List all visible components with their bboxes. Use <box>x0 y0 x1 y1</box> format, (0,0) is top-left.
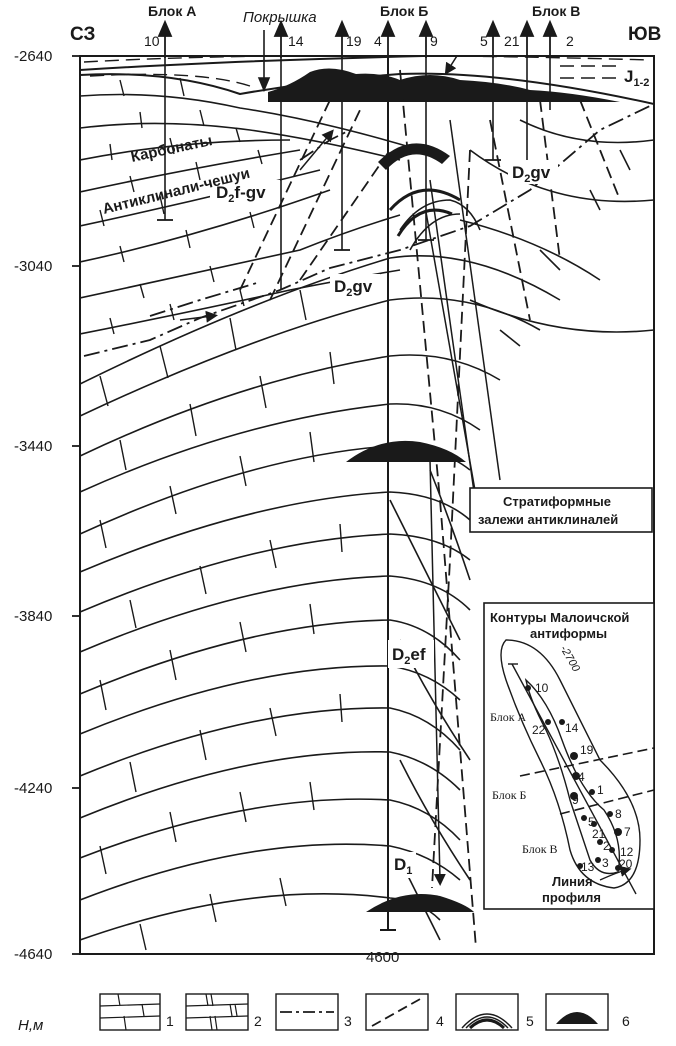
inset-well-num: 14 <box>565 721 579 735</box>
inset-well-num: 20 <box>619 857 633 871</box>
cover-dashes <box>83 56 651 63</box>
inset-block-a: Блок А <box>490 710 527 724</box>
stratiform-line1: Стратиформные <box>503 494 611 509</box>
well-num: 2 <box>566 33 574 49</box>
brick-joints <box>99 77 343 951</box>
anticline-arc-1 <box>378 143 450 170</box>
inset-profile-line2: профиля <box>542 890 601 905</box>
inset-title-line2: антиформы <box>530 626 607 641</box>
inset-well-num: 22 <box>532 723 546 737</box>
legend-label: 6 <box>622 1013 630 1029</box>
inset-profile-line1: Линия <box>552 874 593 889</box>
fault-dashdot-1 <box>83 103 654 357</box>
depth-tick-label: -3840 <box>14 608 52 625</box>
unit-j: J1-2 <box>624 67 649 89</box>
unit-d2ef: D2ef <box>392 645 426 667</box>
deposit-upper <box>268 68 620 102</box>
stratiform-pointers <box>425 119 501 507</box>
inset-title-line1: Контуры Малоичской <box>490 610 629 625</box>
block-v-label: Блок В <box>532 3 580 19</box>
depth-tick-label: -4240 <box>14 780 52 797</box>
inset-block-boundary-1 <box>519 747 655 777</box>
inset-well-labels: 10 22 14 19 4 9 1 5 21 8 7 2 12 3 13 20 <box>532 681 634 874</box>
unit-d2gv-center: D2gv <box>334 277 373 299</box>
inset-well-num: 5 <box>588 815 595 829</box>
cover-top-line <box>80 56 468 71</box>
legend-item-3: 3 <box>275 993 352 1031</box>
lower-block-strata <box>80 255 561 941</box>
carbonates-label: Карбонаты <box>129 132 214 166</box>
well-num: 5 <box>480 33 488 49</box>
inset-map: Контуры Малоичской антиформы -2700 <box>483 602 655 910</box>
inset-well-num: 19 <box>580 743 594 757</box>
cover-arrow <box>257 30 271 93</box>
inset-block-v: Блок В <box>522 842 558 856</box>
depth-unit-label: Н,м <box>18 1017 43 1034</box>
inset-block-b: Блок Б <box>492 788 527 802</box>
inset-well-num: 9 <box>572 793 579 807</box>
block-a-label: Блок А <box>148 3 196 19</box>
inset-well-num: 13 <box>581 860 595 874</box>
cover-label: Покрышка <box>243 9 317 26</box>
corner-se: ЮВ <box>628 24 661 45</box>
legend: 1 2 3 4 5 6 <box>99 993 630 1031</box>
well-bottom-label: 4600 <box>366 949 399 966</box>
deposit-4600 <box>366 894 474 912</box>
inset-inner-contour <box>524 678 621 875</box>
inset-well-num: 3 <box>602 856 609 870</box>
inset-profile-arrow <box>599 865 632 881</box>
depth-tick-label: -2640 <box>14 48 52 65</box>
cover-dashes-2 <box>89 73 251 87</box>
well-arrows <box>157 19 558 58</box>
inset-well-num: 2 <box>603 839 610 853</box>
anticline-arc-3 <box>396 208 453 237</box>
unit-d1: D1 <box>394 855 412 877</box>
deposit-arrows <box>179 56 458 886</box>
depth-axis: -2640 -3040 -3440 -3840 -4240 -4640 Н,м <box>14 48 80 1034</box>
inset-well-num: 8 <box>615 807 622 821</box>
inset-well-num: 21 <box>592 827 606 841</box>
unit-d2gv-right: D2gv <box>512 163 551 185</box>
legend-label: 2 <box>254 1013 262 1029</box>
well-num: 14 <box>288 33 304 49</box>
unit-labels: J1-2 D2f-gv D2gv D2gv D2ef D1 <box>210 64 652 878</box>
inset-well-num: 7 <box>624 825 631 839</box>
section-body <box>80 56 654 951</box>
legend-label: 1 <box>166 1013 174 1029</box>
stratiform-line2: залежи антиклиналей <box>478 512 618 527</box>
well-shafts <box>164 56 551 290</box>
legend-label: 4 <box>436 1013 444 1029</box>
legend-item-5: 5 <box>455 993 534 1031</box>
inset-wells <box>525 685 622 871</box>
legend-label: 3 <box>344 1013 352 1029</box>
legend-item-1: 1 <box>99 993 174 1031</box>
depth-tick-label: -3440 <box>14 438 52 455</box>
corner-nw: СЗ <box>70 24 95 45</box>
block-b-label: Блок Б <box>380 3 428 19</box>
depth-tick-label: -4640 <box>14 946 52 963</box>
well-num: 4 <box>374 33 382 49</box>
anticline-arc-2 <box>388 188 461 211</box>
well-num: 10 <box>144 33 160 49</box>
inset-well-num: 12 <box>620 845 634 859</box>
legend-label: 5 <box>526 1013 534 1029</box>
well-num: 9 <box>430 33 438 49</box>
stratiform-callout: Стратиформные залежи антиклиналей <box>469 487 653 533</box>
legend-item-4: 4 <box>365 993 444 1031</box>
well-num: 21 <box>504 33 520 49</box>
unit-d2fgv: D2f-gv <box>216 183 266 205</box>
well-num: 19 <box>346 33 362 49</box>
deposit-3440 <box>346 440 466 462</box>
depth-tick-label: -3040 <box>14 258 52 275</box>
inset-well-num: 10 <box>535 681 549 695</box>
legend-item-6: 6 <box>545 993 630 1031</box>
inset-well-num: 4 <box>578 770 585 784</box>
legend-item-2: 2 <box>185 993 262 1031</box>
inset-outer-contour <box>500 639 641 889</box>
inset-well-num: 1 <box>597 783 604 797</box>
inset-block-boundary-2 <box>559 789 655 815</box>
well-bottoms <box>157 159 501 251</box>
